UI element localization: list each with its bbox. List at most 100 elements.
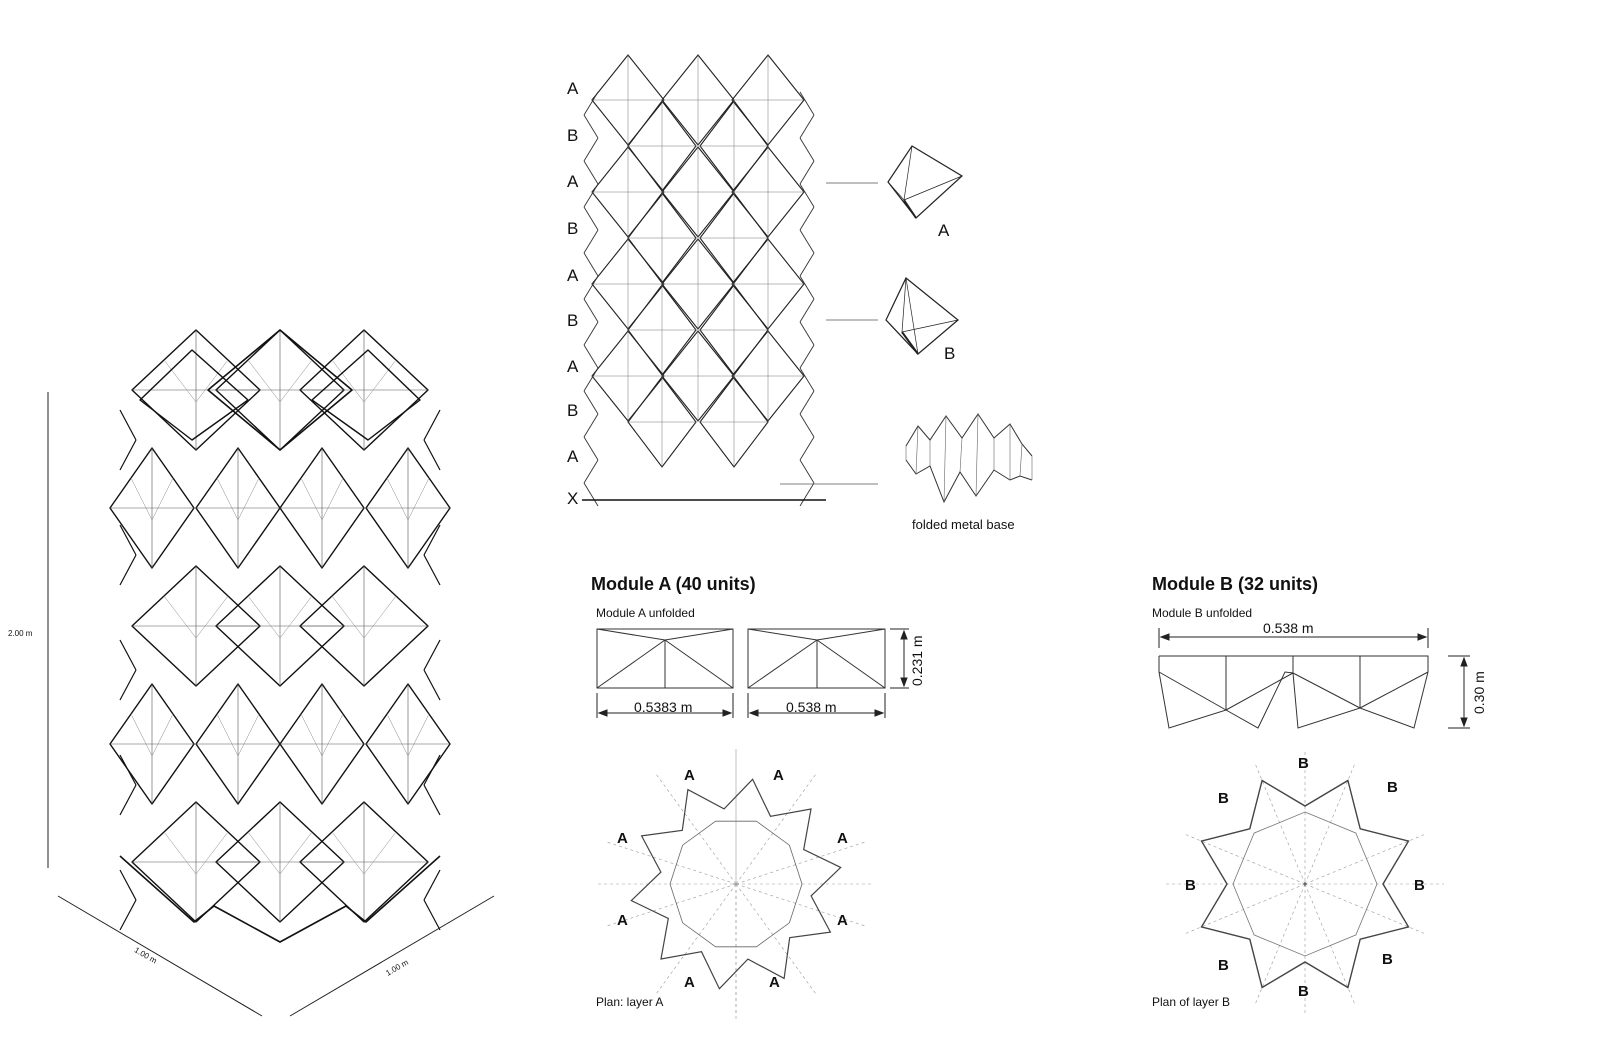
facade-edge [799,436,815,461]
facade-edge [799,229,815,254]
width-left-dimension-label: 1.00 m [133,945,159,965]
tower-edge [423,524,441,556]
module-a-dim-height: 0.231 m [909,635,925,686]
facade-edge [799,344,815,369]
tower-edge [423,409,441,441]
facade-edge [583,275,599,300]
plan-a-axis [604,841,737,885]
tower-edge [423,899,441,931]
tower-edge [423,754,441,786]
tower-fold [247,359,281,403]
layer-label: A [567,357,579,376]
facade-edge [799,390,815,415]
tower-fold [195,359,229,403]
facade-edge [583,390,599,415]
plan-a-label: Plan: layer A [596,995,663,1009]
tower-edge [423,784,441,816]
module-a-panel: Module A (40 units) Module A unfolded [591,574,925,1022]
module-b-detail-icon [885,277,959,355]
facade-edge [583,229,599,254]
plan-a-letter: A [684,767,695,784]
tower-fold [195,831,229,875]
tower-fold [163,595,197,639]
plan-a-letter: A [837,830,848,847]
tower-edge [423,869,441,901]
facade-edge [799,459,815,484]
facade-edge [799,413,815,438]
tower-fold [300,713,323,757]
facade-edge [583,114,599,139]
tower-fold [363,359,397,403]
layer-label: B [567,126,578,145]
tower-fold [300,477,323,521]
plan-a-axis [735,883,868,927]
tower-edge [423,639,441,671]
facade-edge [799,114,815,139]
tower-edge [119,554,137,586]
tower-edge [119,754,137,786]
plan-b-axis [1184,883,1306,935]
facade-edge [799,137,815,162]
layer-label: A [567,266,579,285]
plan-b-letter: B [1218,790,1229,807]
layer-label: A [567,79,579,98]
plan-a-letter: A [773,767,784,784]
module-b-dim-width: 0.538 m [1263,620,1314,636]
base-fold [1019,443,1023,477]
plan-b-letter: B [1298,755,1309,772]
facade-edge [799,367,815,392]
facade-edge [799,183,815,208]
tower-fold [163,359,197,403]
module-a-dimensions [596,628,909,718]
layer-label: A [567,172,579,191]
module-b-panel: Module B (32 units) Module B unfolded 0.… [1152,574,1487,1014]
tower-fold [279,359,313,403]
facade-edge [583,482,599,507]
module-a-unfolded-pattern [596,628,886,689]
plan-a-letter: A [837,912,848,929]
plan-a-letter: A [617,830,628,847]
tower-fold [163,831,197,875]
callout-b-label: B [944,344,955,363]
tower-fold [130,477,153,521]
facade-edge [583,413,599,438]
tower-fold [237,713,260,757]
tower-base-edge [119,855,441,943]
layer-label: X [567,489,578,508]
tower-fold [151,713,174,757]
tower-fold [321,477,344,521]
facade-edge [583,459,599,484]
facade-edge [583,160,599,185]
tower-edge [119,639,137,671]
plan-b-letter: B [1414,877,1425,894]
facade-edge [799,91,815,116]
tower-fold [279,595,313,639]
facade-edge [583,344,599,369]
tower-fold [407,713,430,757]
tower-edge [119,784,137,816]
plan-b-letter: B [1382,951,1393,968]
layer-label: B [567,219,578,238]
callout-a-label: A [938,221,950,240]
tower-edge [423,669,441,701]
plan-b-letter: B [1298,983,1309,1000]
tower-edge [119,524,137,556]
tower-fold [331,595,365,639]
width-right-dimension-line [289,895,495,1017]
base-top-edge [905,413,1033,457]
facade-edge [799,482,815,507]
plan-a-letter: A [617,912,628,929]
tower-edge [119,439,137,471]
facade-edge [583,298,599,323]
plan-layer-b [1166,752,1444,1014]
tower-edge [423,439,441,471]
module-b-title: Module B (32 units) [1152,574,1318,594]
plan-b-star-outline [1200,779,1410,989]
facade-edge [799,206,815,231]
base-fold [975,413,979,497]
tower-edge [119,669,137,701]
plan-b-axis [1254,883,1306,1005]
module-b-dimensions [1158,628,1470,729]
plan-a-axis [735,883,818,996]
